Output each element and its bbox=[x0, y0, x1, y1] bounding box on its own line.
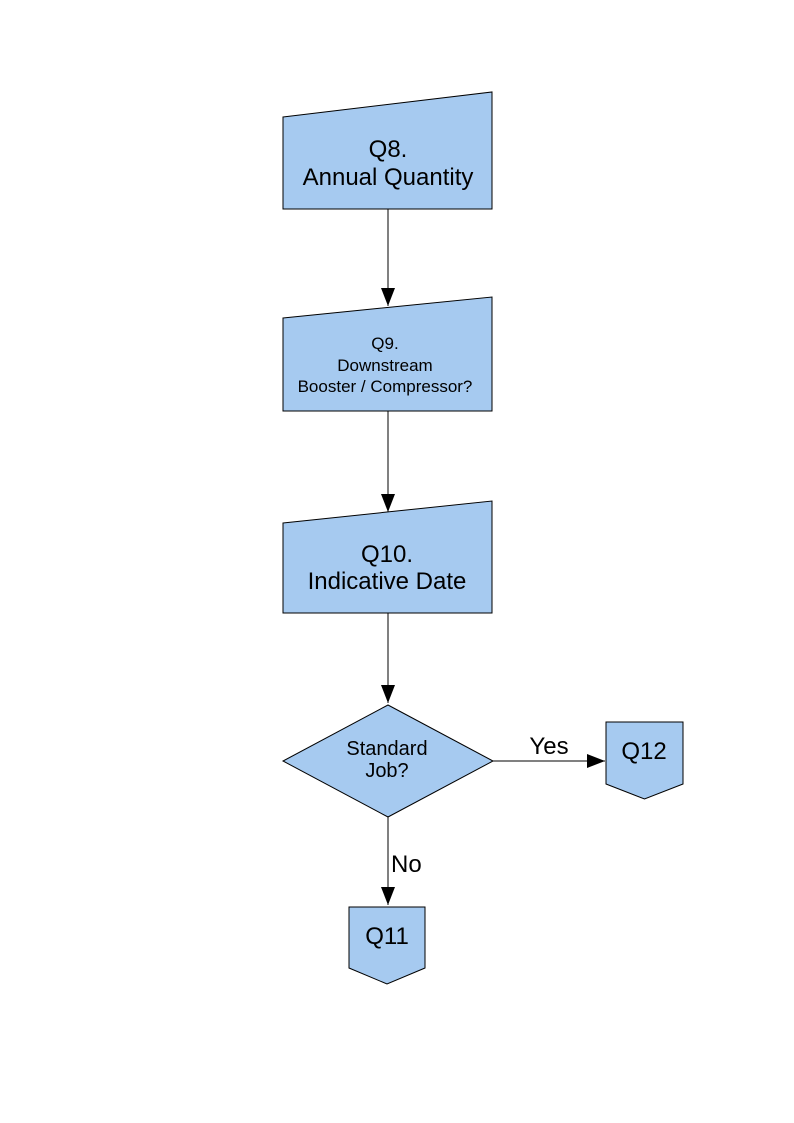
node-decision-label-line2: Job? bbox=[365, 760, 408, 782]
connector-yes-label: Yes bbox=[529, 733, 568, 760]
node-q9-label-line3: Booster / Compressor? bbox=[298, 377, 473, 396]
node-q12-label: Q12 bbox=[621, 738, 666, 765]
node-q11-label: Q11 bbox=[365, 923, 409, 950]
node-q8-label-line2: Annual Quantity bbox=[303, 164, 474, 191]
labels-layer: Q8. Annual Quantity Q9. Downstream Boost… bbox=[298, 136, 667, 950]
node-q10-manual-input-shape bbox=[282, 500, 493, 614]
node-q9-manual-input-shape bbox=[282, 296, 493, 412]
node-q9-label-line2: Downstream bbox=[337, 356, 432, 375]
node-q8-manual-input-shape bbox=[282, 91, 493, 210]
node-decision-label-line1: Standard bbox=[346, 738, 427, 760]
node-q12-off-page-connector-shape bbox=[605, 721, 684, 800]
node-q10-label-line2: Indicative Date bbox=[308, 568, 467, 595]
connectors-layer bbox=[381, 209, 605, 905]
node-q8-label-line1: Q8. bbox=[369, 136, 408, 163]
node-q9-label-line1: Q9. bbox=[371, 334, 398, 353]
connector-no-label: No bbox=[391, 851, 422, 878]
node-q11-off-page-connector-shape bbox=[348, 906, 426, 985]
node-decision-diamond-shape bbox=[281, 704, 495, 818]
node-q10-label-line1: Q10. bbox=[361, 541, 413, 568]
nodes-layer bbox=[281, 91, 684, 985]
